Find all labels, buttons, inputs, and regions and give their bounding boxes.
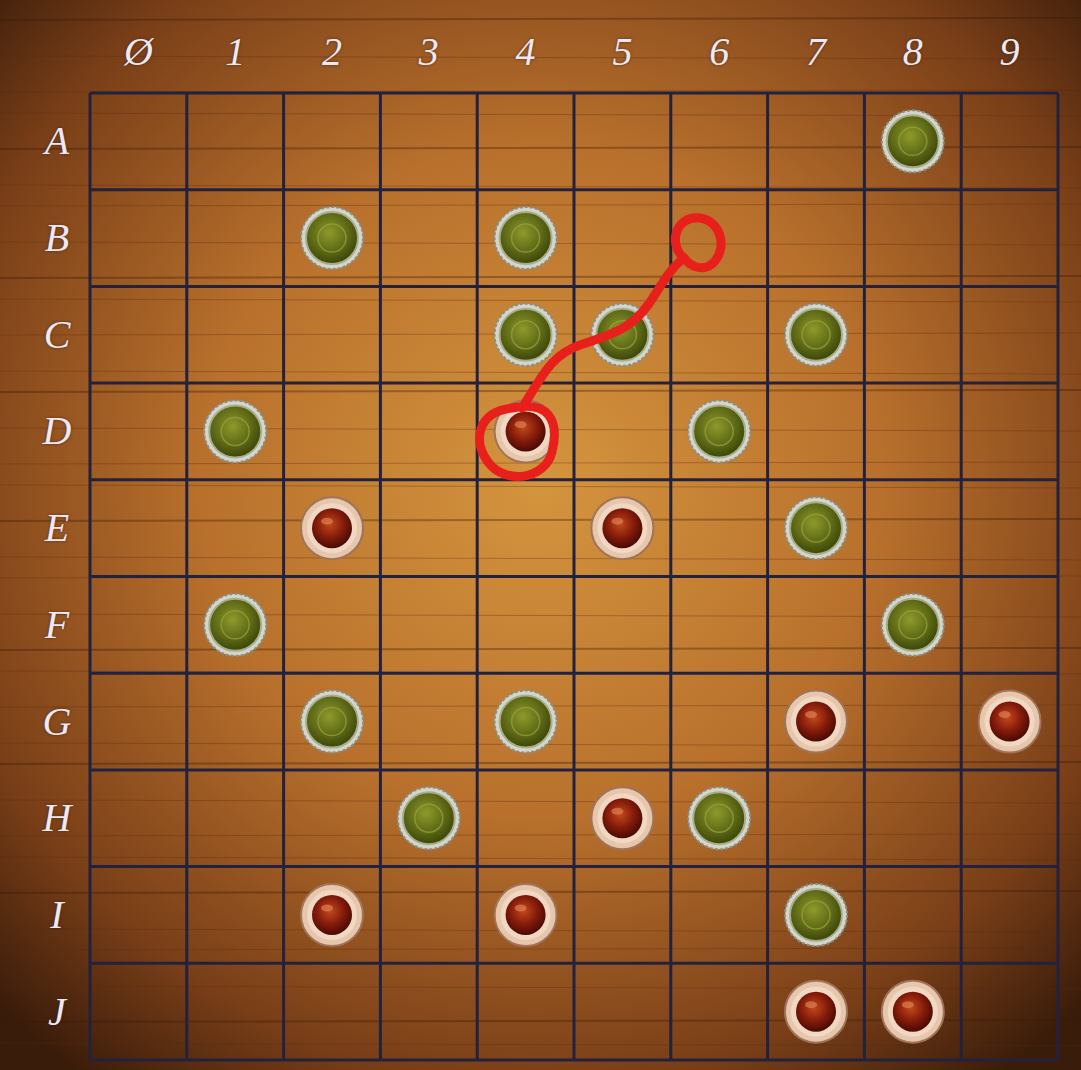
grid-line [90,962,1058,965]
row-label: E [45,508,69,548]
green-pieces [204,110,944,946]
grain-line [0,948,1081,950]
grid-line [90,382,1058,385]
grain-line [0,671,1081,674]
grain-line [0,204,1081,206]
green-bottlecap [495,207,557,269]
grain-line [0,18,1081,20]
red-piece [979,691,1041,753]
grid-line [90,285,1058,288]
row-label: A [45,121,69,161]
red-piece [301,497,363,559]
column-label: 1 [225,32,245,72]
grain-line [0,90,1081,92]
grid-line [90,92,1058,95]
red-piece [591,787,653,849]
green-bottlecap [785,497,847,559]
green-bottlecap [688,787,750,849]
grid-line [90,188,1058,191]
column-label: 4 [516,32,536,72]
column-label: 6 [709,32,729,72]
column-label: 7 [806,32,826,72]
column-label: 3 [419,32,439,72]
grid-line [90,575,1058,578]
row-label: G [43,702,72,742]
column-label: 5 [612,32,632,72]
green-bottlecap [882,594,944,656]
grain-line [0,519,1081,521]
grid-line [90,672,1058,675]
grain-line [0,834,1081,836]
green-bottlecap [688,400,750,462]
grain-line [0,800,1081,803]
grain-line [0,390,1081,392]
annotation-circle [480,406,555,476]
grid-line [90,478,1058,481]
green-bottlecap [301,207,363,269]
board-grid [90,93,1058,1060]
row-label: H [43,798,72,838]
column-label: 2 [322,32,342,72]
grain-line [0,1043,1081,1046]
green-bottlecap [882,110,944,172]
green-bottlecap [495,691,557,753]
red-annotation [480,218,721,477]
green-bottlecap [785,884,847,946]
grain-line [0,576,1081,578]
row-label: D [43,411,72,451]
red-piece [301,884,363,946]
grain-line [0,485,1081,488]
green-bottlecap [785,304,847,366]
row-label: C [44,315,71,355]
grain-line [0,857,1081,860]
row-label: F [45,605,69,645]
red-piece [882,981,944,1043]
row-label: J [48,992,66,1032]
red-pieces [301,400,1041,1042]
grain-line [0,299,1081,302]
green-bottlecap [204,594,266,656]
annotation-loop [675,218,721,268]
grain-line [0,762,1081,764]
row-label: B [45,218,69,258]
red-piece [785,981,847,1043]
column-label: 9 [1000,32,1020,72]
green-bottlecap [204,400,266,462]
grain-line [0,276,1081,278]
wood-grain [0,18,1081,1046]
grain-line [0,557,1081,560]
green-bottlecap [495,304,557,366]
grid-line [90,1059,1058,1062]
grid-line [90,865,1058,868]
red-piece [785,691,847,753]
annotation-stroke [522,258,684,408]
green-bottlecap [398,787,460,849]
column-label: 8 [903,32,923,72]
grain-line [0,185,1081,188]
column-label: Ø [124,32,153,72]
row-label: I [50,895,63,935]
red-piece [591,497,653,559]
green-bottlecap [301,691,363,753]
grid-line [90,768,1058,771]
red-piece [495,884,557,946]
